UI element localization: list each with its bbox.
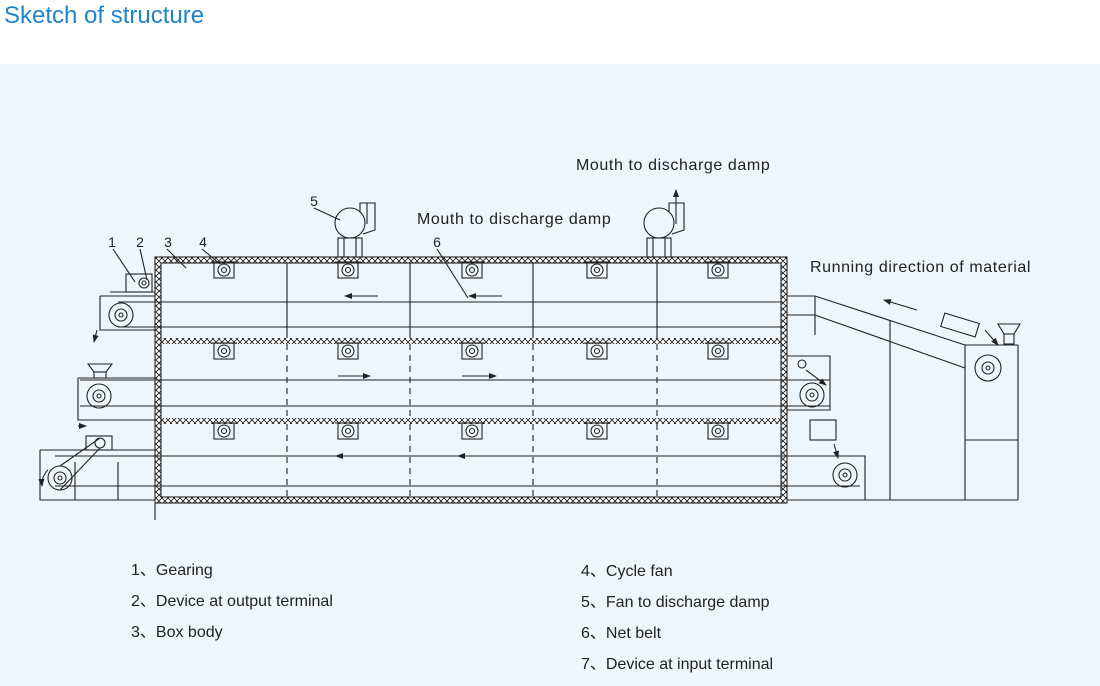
input-terminal-device xyxy=(787,295,1021,501)
annotation-discharge-mid: Mouth to discharge damp xyxy=(417,211,611,228)
net-belts xyxy=(55,301,860,487)
flow-arrows xyxy=(335,293,502,459)
discharge-fan-left xyxy=(334,202,376,258)
callout-leaders xyxy=(112,207,469,299)
page-title: Sketch of structure xyxy=(4,2,205,29)
discharge-fan-right xyxy=(643,189,685,258)
callout-1: 1 xyxy=(108,234,116,250)
legend-net-belt: 6、Net belt xyxy=(581,625,662,642)
output-terminal-device xyxy=(38,273,156,520)
annotation-discharge-top: Mouth to discharge damp xyxy=(576,157,770,174)
legend-input-device: 7、Device at input terminal xyxy=(581,656,774,673)
legend-cycle-fan: 4、Cycle fan xyxy=(581,563,673,580)
callout-3: 3 xyxy=(164,234,172,250)
legend-output-device: 2、Device at output terminal xyxy=(131,593,333,610)
legend-gearing: 1、Gearing xyxy=(131,562,213,579)
callout-4: 4 xyxy=(199,234,207,250)
cycle-fans xyxy=(211,261,731,440)
legend-box-body: 3、Box body xyxy=(131,624,223,641)
legend-discharge-fan: 5、Fan to discharge damp xyxy=(581,594,770,611)
section-dividers xyxy=(286,263,658,497)
callout-2: 2 xyxy=(136,234,144,250)
diagram-panel xyxy=(0,64,1100,686)
callout-6: 6 xyxy=(433,234,441,250)
annotation-running-direction: Running direction of material xyxy=(810,259,1031,276)
callout-5: 5 xyxy=(310,193,318,209)
